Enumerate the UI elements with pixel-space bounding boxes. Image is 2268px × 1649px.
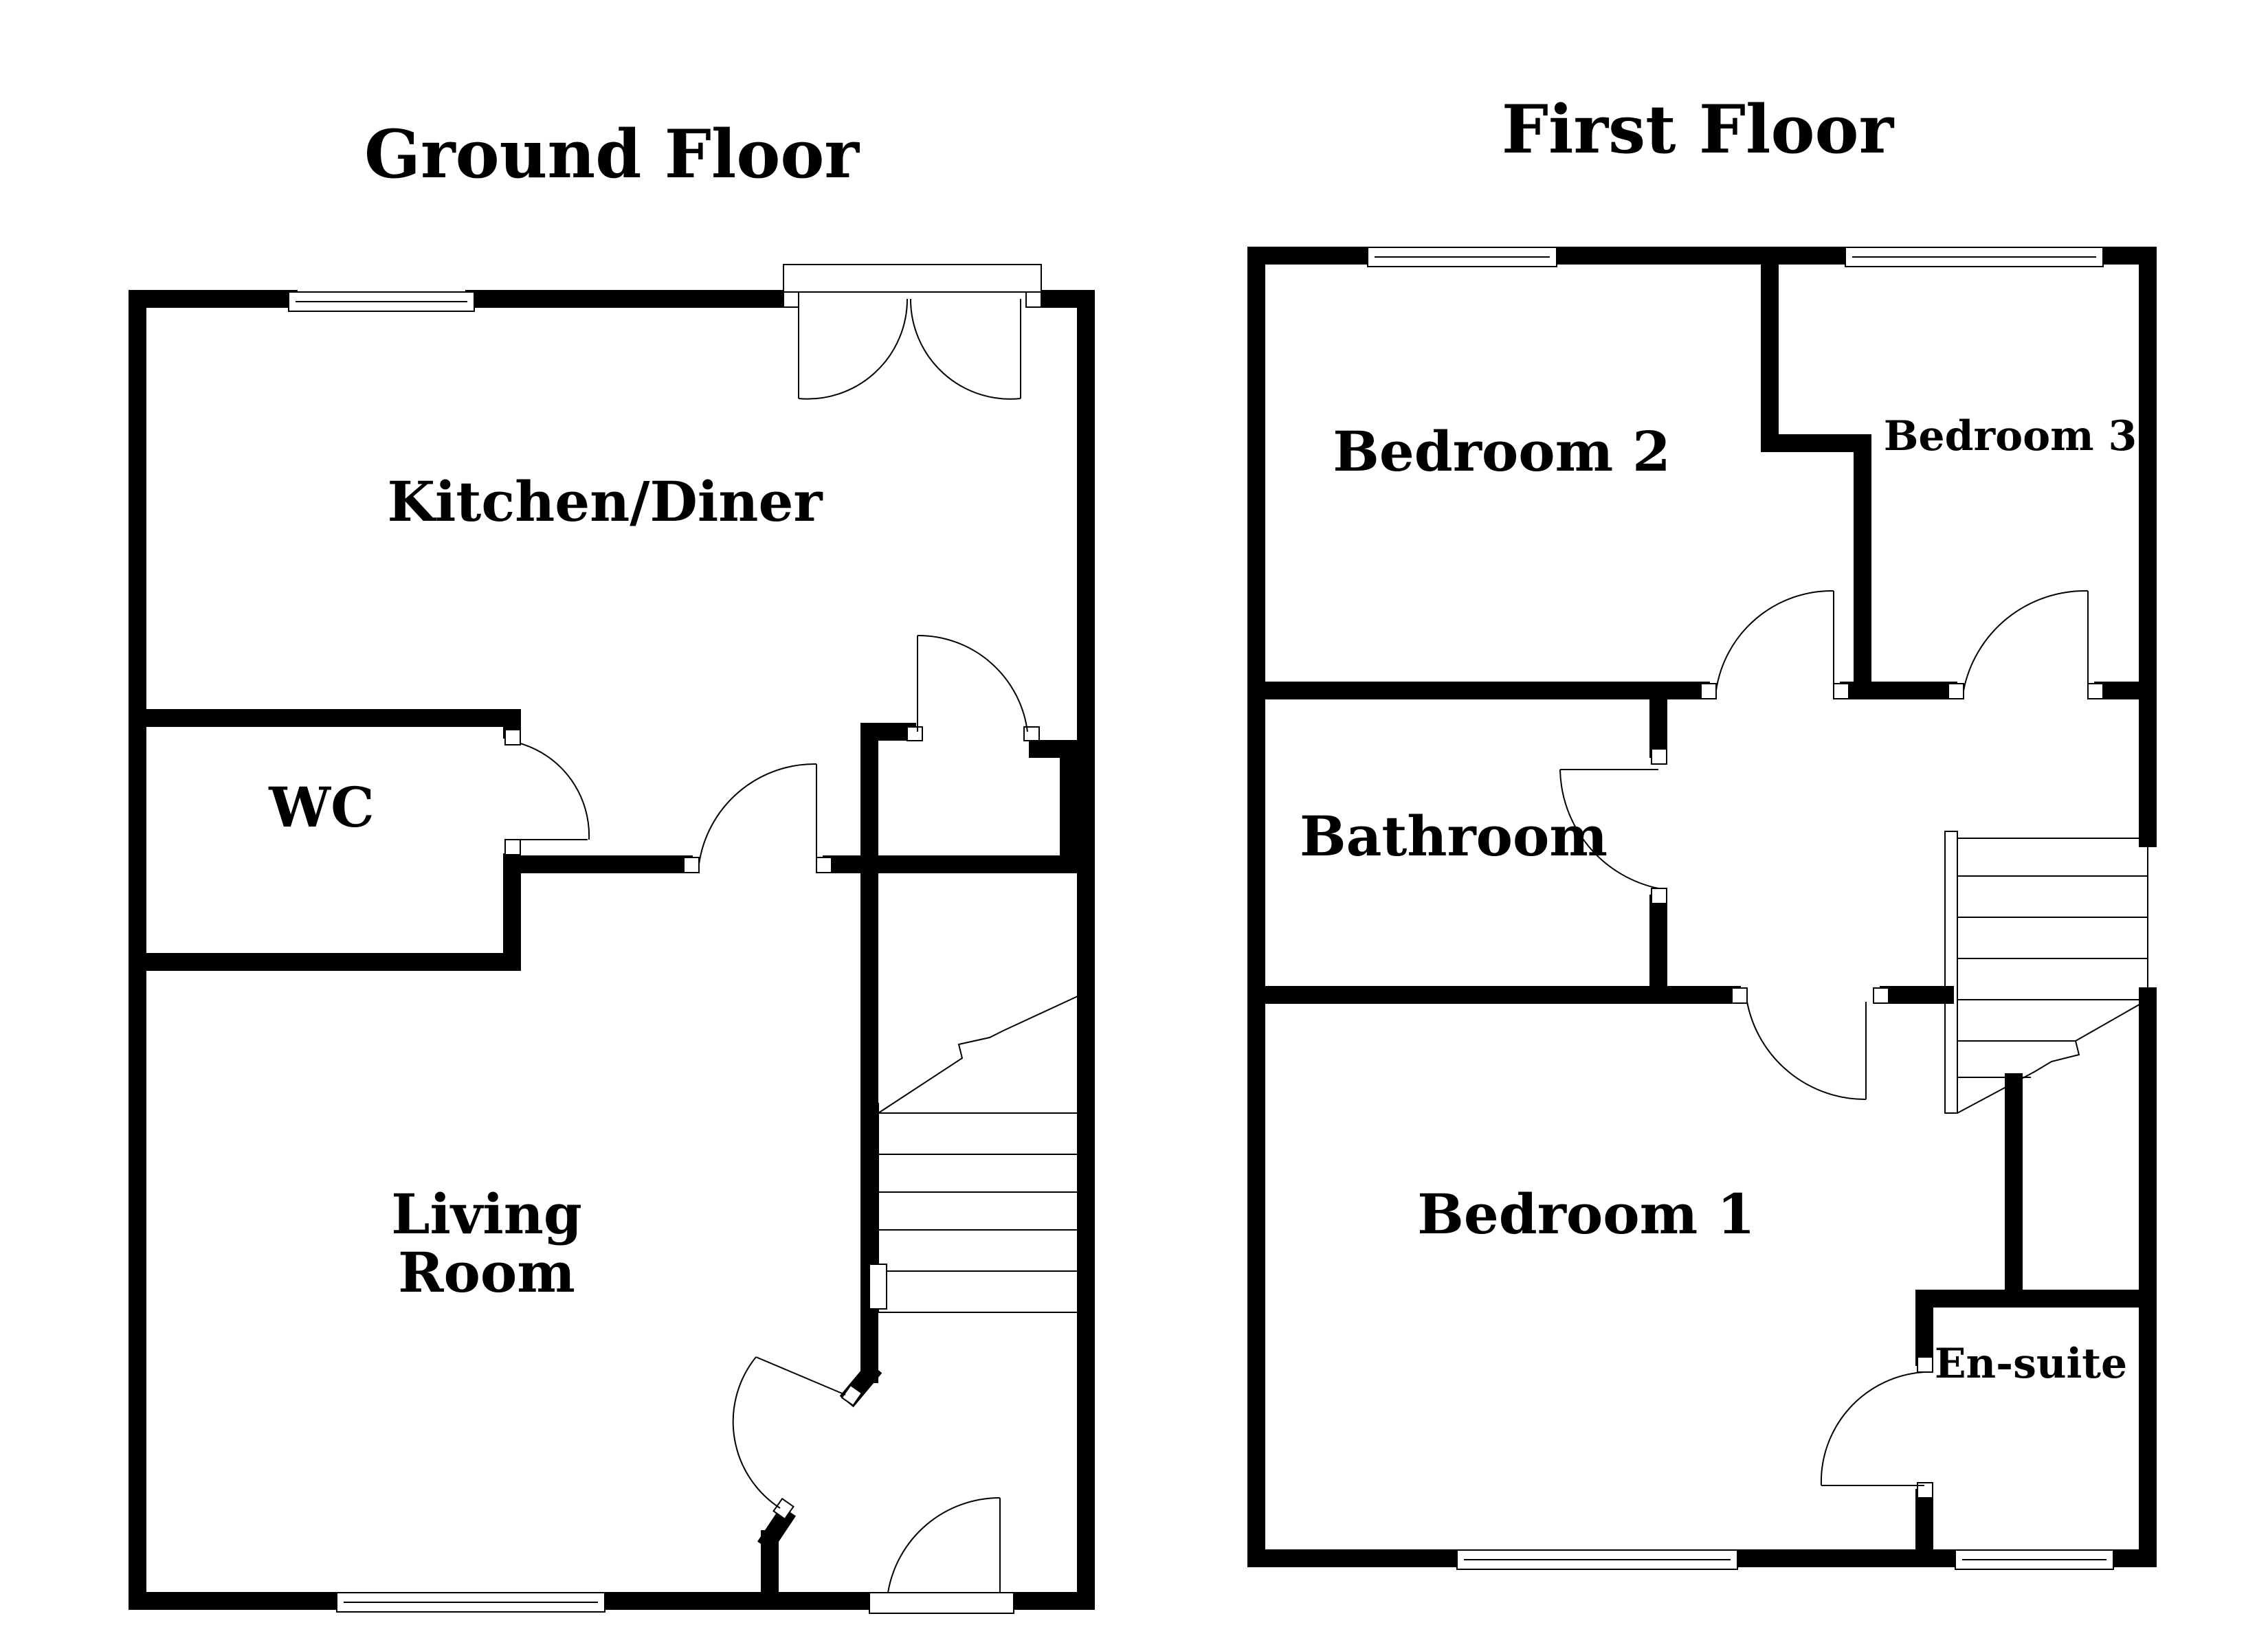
ground-floor-interior-walls xyxy=(129,709,1095,1610)
bedroom-1-door xyxy=(1731,987,1889,1101)
first-floor-windows xyxy=(1367,247,2114,1570)
kitchen-diner-label: Kitchen/Diner xyxy=(387,469,823,534)
french-doors-frame xyxy=(783,264,1042,293)
hall-door xyxy=(732,1356,863,1521)
ground-floor-title: Ground Floor xyxy=(364,115,860,193)
en-suite-label: En-suite xyxy=(1935,1340,2127,1388)
bedroom-1-label: Bedroom 1 xyxy=(1417,1182,1755,1246)
living-room-label-line1: Living xyxy=(391,1182,582,1246)
ground-floor-stairs xyxy=(869,995,1078,1313)
living-room-door xyxy=(683,763,832,873)
bedroom-3-door xyxy=(1948,590,2104,699)
first-floor-stairs xyxy=(1944,831,2148,1114)
bathroom-label: Bathroom xyxy=(1300,804,1608,868)
first-floor-title: First Floor xyxy=(1502,91,1895,168)
ground-floor-outer-walls xyxy=(129,290,1095,1610)
first-floor-plan: First Floor xyxy=(1247,91,2157,1570)
front-door xyxy=(869,1496,1014,1614)
cupboard-door xyxy=(907,634,1040,741)
french-doors xyxy=(783,291,1042,400)
bedroom-2-door xyxy=(1700,590,1849,699)
first-floor-doors xyxy=(1559,590,2104,1499)
wc-door xyxy=(504,729,590,855)
bathroom-door xyxy=(1559,748,1667,904)
ground-floor-windows xyxy=(288,264,1042,1613)
living-room-label-line2: Room xyxy=(398,1240,575,1305)
ground-floor-doors xyxy=(504,291,1042,1614)
bedroom-3-label: Bedroom 3 xyxy=(1884,412,2137,460)
bedroom-2-label: Bedroom 2 xyxy=(1333,419,1670,484)
ground-floor-plan: Ground Floor xyxy=(129,115,1095,1614)
first-floor-interior-walls xyxy=(1247,247,2157,1567)
en-suite-door xyxy=(1820,1356,1933,1499)
wc-label: WC xyxy=(268,775,375,840)
